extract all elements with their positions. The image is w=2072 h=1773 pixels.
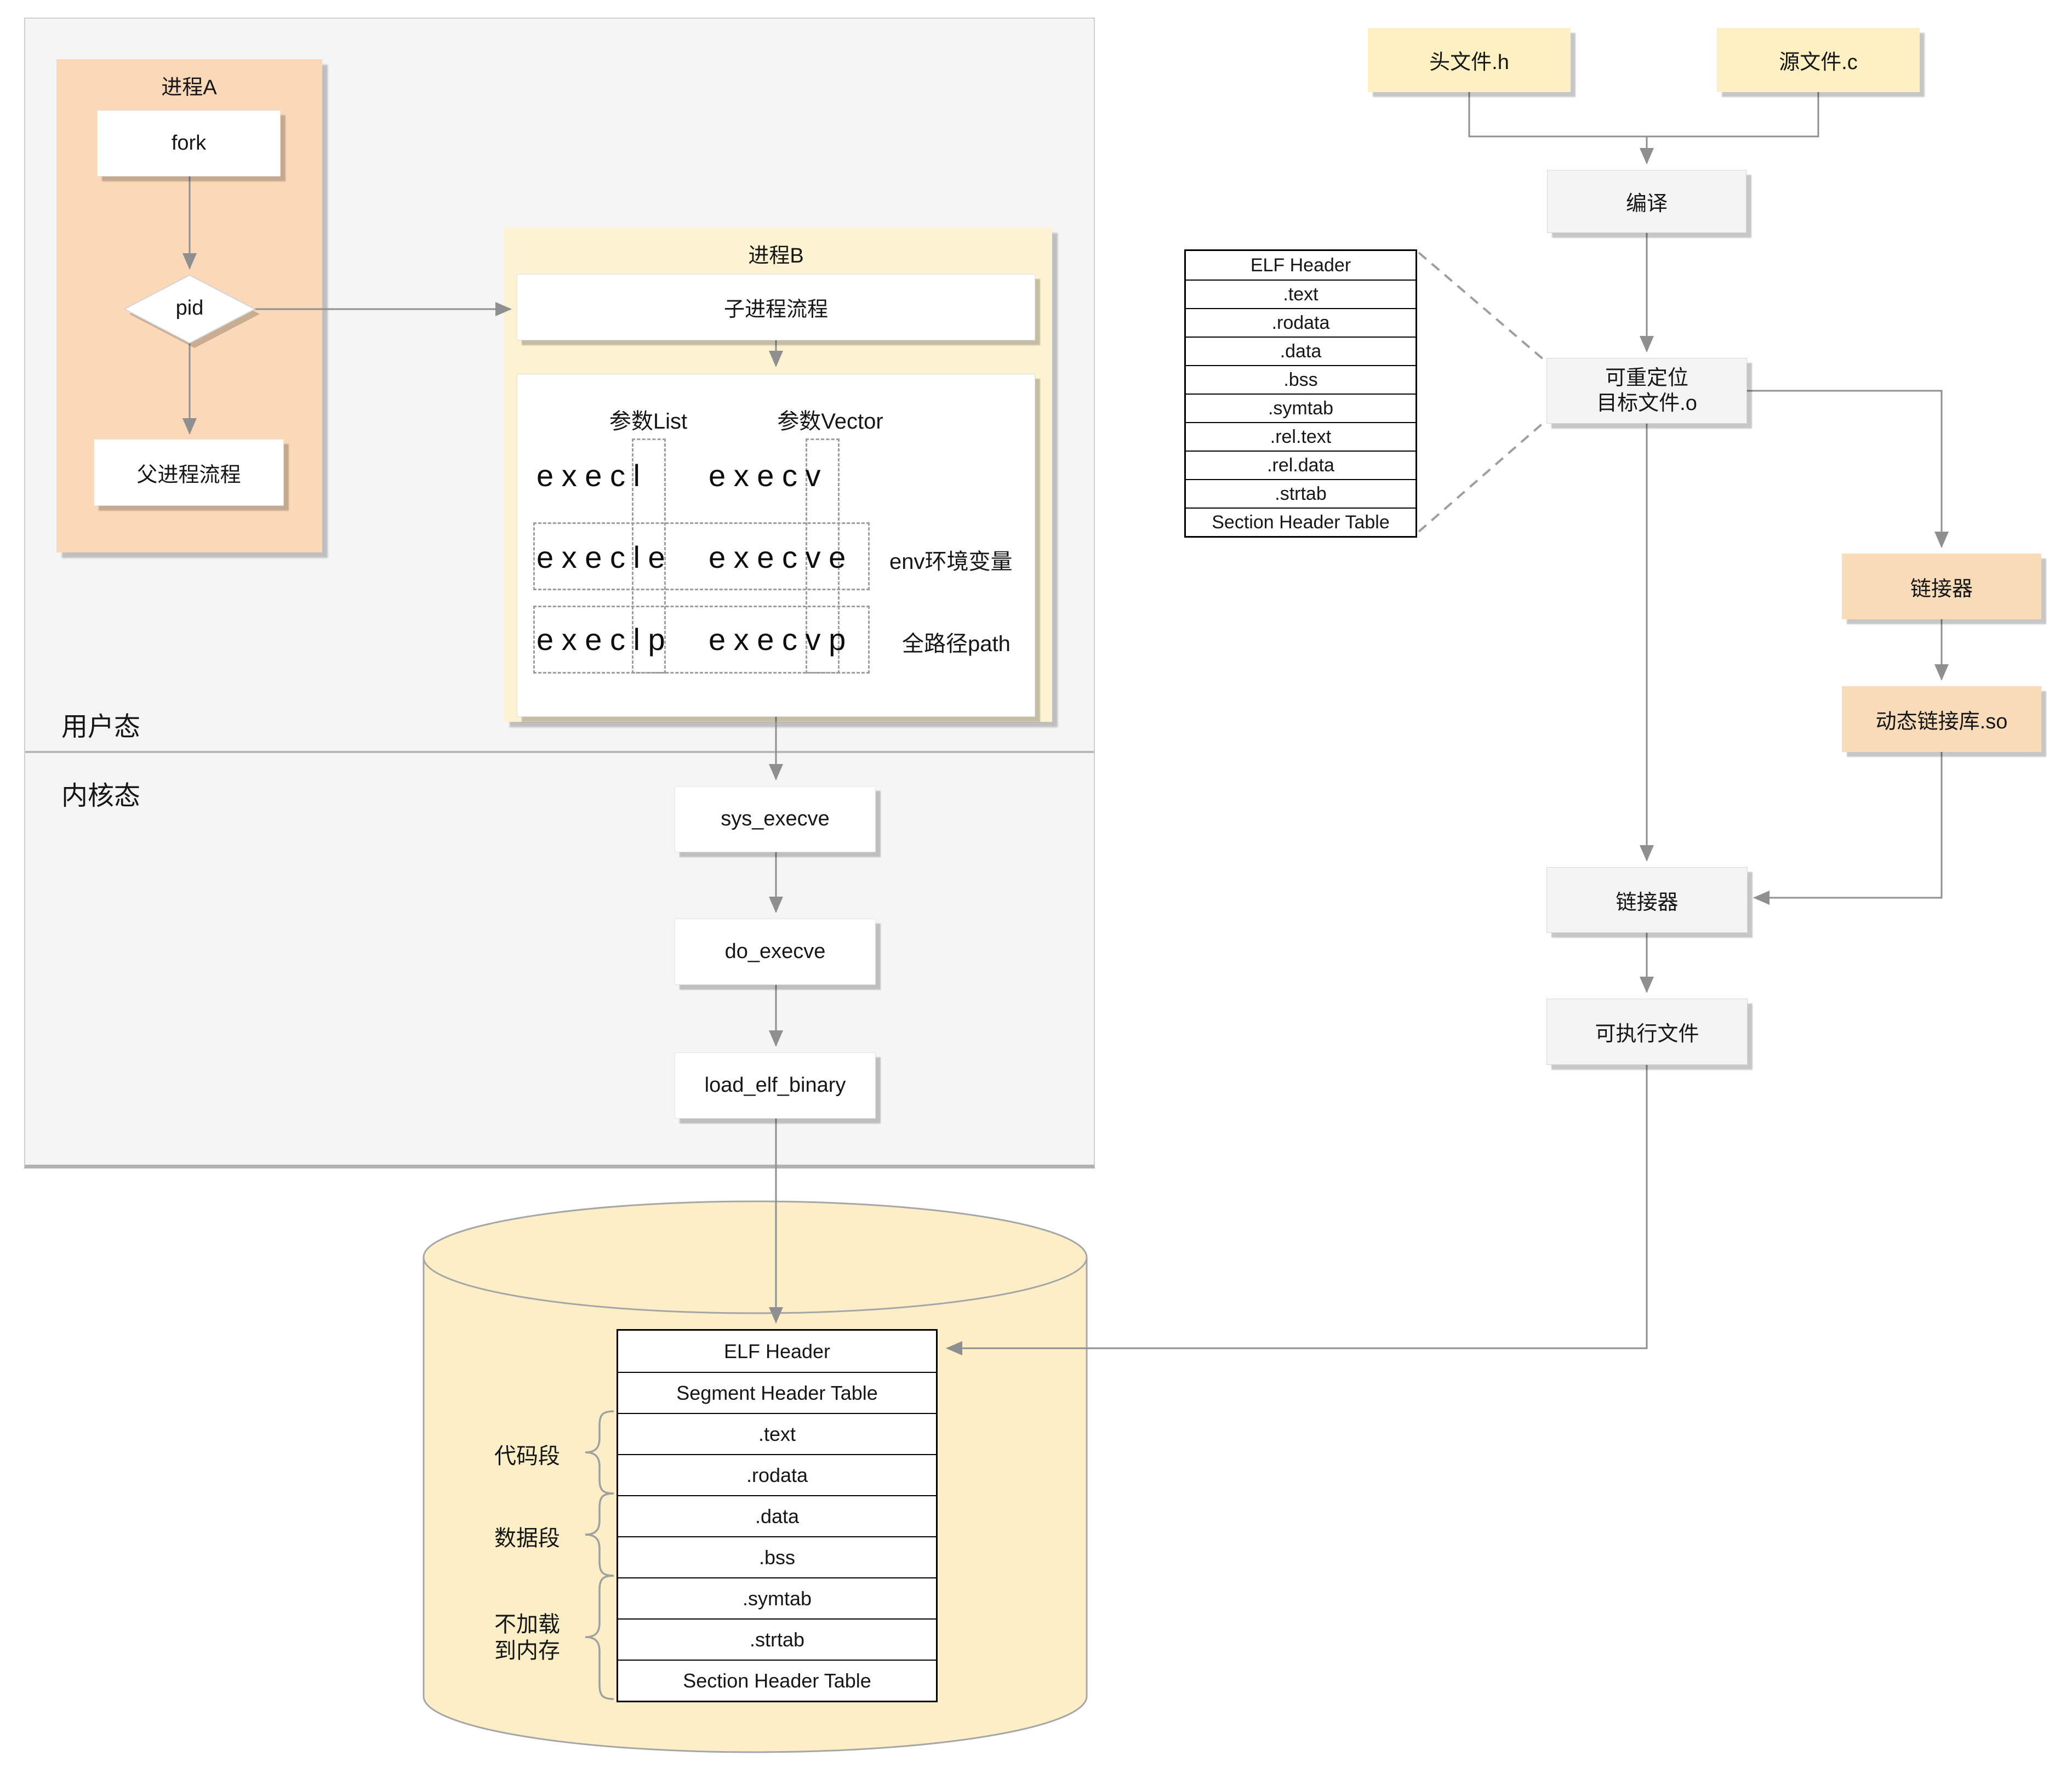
table-row: .bss xyxy=(618,1536,936,1577)
execve-text: execve xyxy=(709,539,854,574)
table-row: .strtab xyxy=(1186,479,1415,508)
load-elf-binary-label: load_elf_binary xyxy=(704,1074,846,1097)
process-b-title: 进程B xyxy=(748,244,804,267)
kernel-mode-label: 内核态 xyxy=(61,782,141,811)
arrow-object-to-linker-right xyxy=(1747,390,1949,548)
relocatable-line1: 可重定位 xyxy=(1605,367,1688,390)
pid-label: pid xyxy=(175,297,204,320)
linker-right-label: 链接器 xyxy=(1910,577,1973,601)
dynamic-lib-box: 动态链接库.so xyxy=(1842,686,2041,752)
dashed-row-path xyxy=(533,606,870,674)
child-flow-label: 子进程流程 xyxy=(723,298,828,321)
table-row: ELF Header xyxy=(1250,254,1351,276)
dashed-object-table-bottom xyxy=(1418,421,1545,533)
executable-box: 可执行文件 xyxy=(1546,999,1748,1065)
table-row: .rodata xyxy=(1186,308,1415,337)
dynamic-lib-label: 动态链接库.so xyxy=(1875,710,2008,733)
sys-execve-label: sys_execve xyxy=(721,807,830,830)
table-row: Segment Header Table xyxy=(618,1372,936,1413)
brace-code-segment xyxy=(585,1410,614,1495)
table-row: .rel.text xyxy=(1186,422,1415,451)
execvp-text: execvp xyxy=(709,622,854,657)
sys-execve-box: sys_execve xyxy=(675,786,876,852)
parent-flow-label: 父进程流程 xyxy=(136,463,241,487)
relocatable-object-box: 可重定位 目标文件.o xyxy=(1546,358,1747,424)
child-flow-box: 子进程流程 xyxy=(517,274,1035,340)
source-file-box: 源文件.c xyxy=(1717,28,1920,92)
load-elf-binary-box: load_elf_binary xyxy=(675,1052,876,1119)
table-row: Section Header Table xyxy=(1186,508,1415,536)
do-execve-label: do_execve xyxy=(724,940,826,963)
table-row: .bss xyxy=(1186,365,1415,394)
dashed-object-table-top xyxy=(1418,252,1545,361)
object-section-table: ELF Header .text .rodata .data .bss .sym… xyxy=(1184,249,1417,538)
table-row: .symtab xyxy=(1186,394,1415,422)
noload-segment-label: 不加载 到内存 xyxy=(494,1611,560,1664)
linker-main-label: 链接器 xyxy=(1616,891,1679,914)
noload-line1: 不加载 xyxy=(494,1612,560,1637)
user-kernel-divider xyxy=(25,751,1094,753)
data-segment-label: 数据段 xyxy=(494,1526,560,1550)
table-row: .strtab xyxy=(618,1618,936,1660)
table-row: .rel.data xyxy=(1186,451,1415,479)
exec-family-box xyxy=(517,374,1035,717)
header-file-box: 头文件.h xyxy=(1368,28,1571,92)
brace-data-segment xyxy=(585,1492,614,1577)
compile-box: 编译 xyxy=(1547,170,1746,233)
dashed-row-env xyxy=(533,522,870,590)
table-row: .data xyxy=(1186,337,1415,365)
table-row: .symtab xyxy=(618,1577,936,1618)
execle-text: execle xyxy=(536,539,673,574)
fork-label: fork xyxy=(171,132,207,155)
table-row: .text xyxy=(618,1413,936,1454)
fork-box: fork xyxy=(97,110,281,176)
execl-text: execl xyxy=(536,458,648,493)
arrow-executable-to-disk xyxy=(946,1065,1648,1355)
process-a-title: 进程A xyxy=(161,76,217,99)
execlp-text: execlp xyxy=(536,622,673,657)
table-row: ELF Header xyxy=(723,1339,831,1362)
table-row: .text xyxy=(1186,280,1415,308)
env-label: env环境变量 xyxy=(889,550,1013,574)
path-label: 全路径path xyxy=(902,632,1011,656)
disk-elf-table: ELF Header Segment Header Table .text .r… xyxy=(617,1329,938,1702)
arrow-dynlib-to-linker-main xyxy=(1753,752,1943,905)
parent-flow-box: 父进程流程 xyxy=(94,439,284,506)
noload-line2: 到内存 xyxy=(494,1639,560,1663)
table-row: .data xyxy=(618,1495,936,1536)
table-row: Section Header Table xyxy=(618,1660,936,1701)
param-vector-label: 参数Vector xyxy=(777,409,883,434)
user-mode-label: 用户态 xyxy=(61,712,141,742)
compile-label: 编译 xyxy=(1625,192,1668,215)
linker-main-box: 链接器 xyxy=(1546,867,1748,933)
pid-diamond xyxy=(123,274,260,348)
line-files-merge xyxy=(1468,92,1819,138)
table-row: .rodata xyxy=(618,1454,936,1495)
brace-noload-segment xyxy=(585,1575,614,1700)
execv-text: execv xyxy=(709,458,829,493)
param-list-label: 参数List xyxy=(609,409,688,434)
header-file-label: 头文件.h xyxy=(1429,51,1509,74)
do-execve-box: do_execve xyxy=(675,919,876,985)
relocatable-line2: 目标文件.o xyxy=(1596,392,1697,415)
code-segment-label: 代码段 xyxy=(494,1444,560,1468)
source-file-label: 源文件.c xyxy=(1779,51,1858,74)
linker-right-box: 链接器 xyxy=(1842,554,2041,619)
executable-label: 可执行文件 xyxy=(1595,1023,1699,1046)
